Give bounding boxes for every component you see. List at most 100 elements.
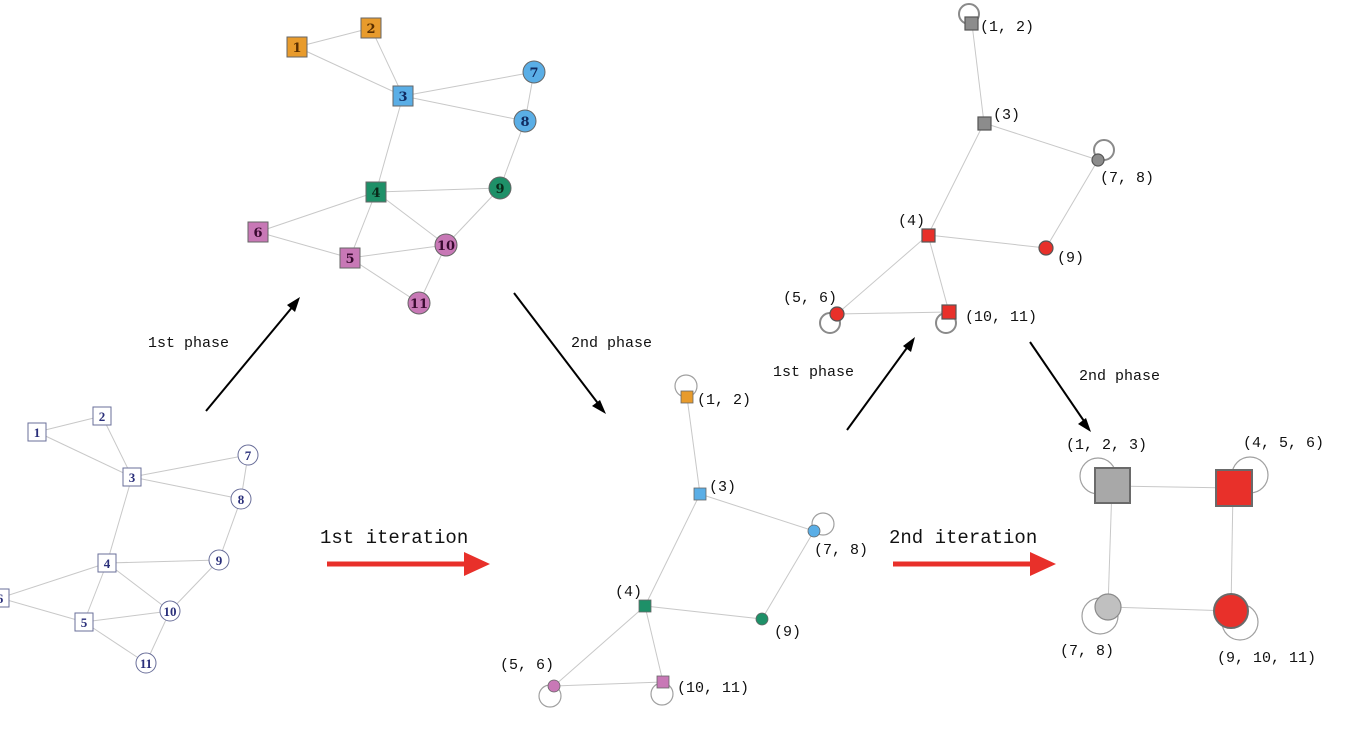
node-label: 5 <box>345 252 354 267</box>
final-node-1-2-3: (1, 2, 3) <box>1066 437 1147 504</box>
node-label: (7, 8) <box>1100 170 1154 187</box>
agg2-node-5-6: (5, 6) <box>783 290 845 322</box>
aggregated-graph-2-edges <box>836 23 1099 315</box>
node-3: 3 <box>122 467 142 487</box>
node-label: (5, 6) <box>500 657 554 674</box>
aggregated-graph-2: (1, 2) (3) (7, 8) (4) (9) (5, 6) (10, 11… <box>783 3 1154 334</box>
first-phase-arrow-left <box>205 297 300 412</box>
agg1-node-9: (9) <box>755 612 801 641</box>
node-label: 4 <box>371 186 380 201</box>
agg2-node-4: (4) <box>898 213 936 243</box>
node-label: (5, 6) <box>783 290 837 307</box>
node-11: 11 <box>407 291 431 315</box>
node-7: 7 <box>237 444 259 466</box>
node-1: 1 <box>27 422 47 442</box>
second-iteration-arrow <box>893 552 1056 576</box>
node-label: 7 <box>245 448 252 463</box>
node-label: (4) <box>615 584 642 601</box>
node-4: 4 <box>97 553 117 573</box>
node-label: (1, 2) <box>697 392 751 409</box>
colored-graph-edges <box>257 27 535 304</box>
node-label: 3 <box>129 470 136 485</box>
second-phase-label-right: 2nd phase <box>1079 368 1160 385</box>
node-label: 10 <box>437 239 455 254</box>
node-2: 2 <box>92 406 112 426</box>
node-label: 9 <box>216 553 223 568</box>
node-label: (10, 11) <box>965 309 1037 326</box>
second-phase-arrow-left <box>513 292 606 414</box>
node-label: (7, 8) <box>814 542 868 559</box>
agg1-node-3: (3) <box>693 479 736 501</box>
node-label: 9 <box>495 182 504 197</box>
agg2-node-10-11: (10, 11) <box>941 304 1037 326</box>
agg1-node-4: (4) <box>615 584 652 613</box>
aggregated-graph-1: (1, 2) (3) (7, 8) (4) (9) (5, 6) (10, 11… <box>500 374 868 708</box>
node-5: 5 <box>339 247 361 269</box>
first-iteration-label: 1st iteration <box>320 527 468 549</box>
second-iteration-label: 2nd iteration <box>889 527 1037 549</box>
agg2-node-3: (3) <box>977 107 1020 131</box>
node-8: 8 <box>513 109 537 133</box>
node-5: 5 <box>74 612 94 632</box>
node-label: 11 <box>140 656 152 671</box>
colored-graph: 1 2 3 4 5 6 7 8 <box>247 17 546 315</box>
node-label: 2 <box>366 22 375 37</box>
node-11: 11 <box>135 652 157 674</box>
node-label: 2 <box>99 409 106 424</box>
node-label: (4, 5, 6) <box>1243 435 1324 452</box>
agg1-node-10-11: (10, 11) <box>656 675 749 697</box>
node-9: 9 <box>488 176 512 200</box>
node-label: 3 <box>398 90 407 105</box>
node-label: 6 <box>253 226 262 241</box>
node-6: 6 <box>247 221 269 243</box>
final-graph-edges <box>1107 485 1234 612</box>
node-7: 7 <box>522 60 546 84</box>
agg1-loops <box>538 374 835 708</box>
node-4: 4 <box>365 181 387 203</box>
node-2: 2 <box>360 17 382 39</box>
node-label: (3) <box>709 479 736 496</box>
agg1-node-7-8: (7, 8) <box>807 524 868 559</box>
node-label: 4 <box>104 556 111 571</box>
final-graph: (1, 2, 3) (4, 5, 6) (7, 8) (9, 10, 11) <box>1060 435 1324 667</box>
node-label: 1 <box>34 425 41 440</box>
node-label: 8 <box>520 115 529 130</box>
original-graph: 1 2 3 4 5 6 7 8 <box>0 406 259 674</box>
node-label: (9, 10, 11) <box>1217 650 1316 667</box>
node-6: 6 <box>0 588 10 608</box>
node-label: 1 <box>292 41 301 56</box>
agg2-node-7-8: (7, 8) <box>1091 153 1154 187</box>
node-label: (7, 8) <box>1060 643 1114 660</box>
node-label: 10 <box>164 604 177 619</box>
node-10: 10 <box>434 233 458 257</box>
aggregated-graph-1-edges <box>553 396 815 687</box>
node-label: 7 <box>529 66 538 81</box>
agg2-node-9: (9) <box>1038 240 1084 267</box>
agg1-node-5-6: (5, 6) <box>500 657 561 693</box>
node-10: 10 <box>159 600 181 622</box>
agg1-node-1-2: (1, 2) <box>680 390 751 409</box>
node-label: (9) <box>774 624 801 641</box>
node-label: (9) <box>1057 250 1084 267</box>
node-label: 6 <box>0 591 4 606</box>
first-phase-label-right: 1st phase <box>773 364 854 381</box>
agg2-node-1-2: (1, 2) <box>964 16 1034 36</box>
node-8: 8 <box>230 488 252 510</box>
first-phase-label-left: 1st phase <box>148 335 229 352</box>
node-label: 8 <box>238 492 245 507</box>
original-graph-edges <box>0 415 249 664</box>
node-label: (1, 2, 3) <box>1066 437 1147 454</box>
final-node-7-8: (7, 8) <box>1060 593 1122 660</box>
agg2-loops <box>819 3 1115 334</box>
node-label: (4) <box>898 213 925 230</box>
node-label: (10, 11) <box>677 680 749 697</box>
final-node-4-5-6: (4, 5, 6) <box>1215 435 1324 507</box>
node-label: 5 <box>81 615 88 630</box>
node-9: 9 <box>208 549 230 571</box>
node-label: 11 <box>410 297 428 312</box>
node-label: (1, 2) <box>980 19 1034 36</box>
first-iteration-arrow <box>327 552 490 576</box>
first-phase-arrow-right <box>846 337 915 431</box>
final-node-9-10-11: (9, 10, 11) <box>1213 593 1316 667</box>
